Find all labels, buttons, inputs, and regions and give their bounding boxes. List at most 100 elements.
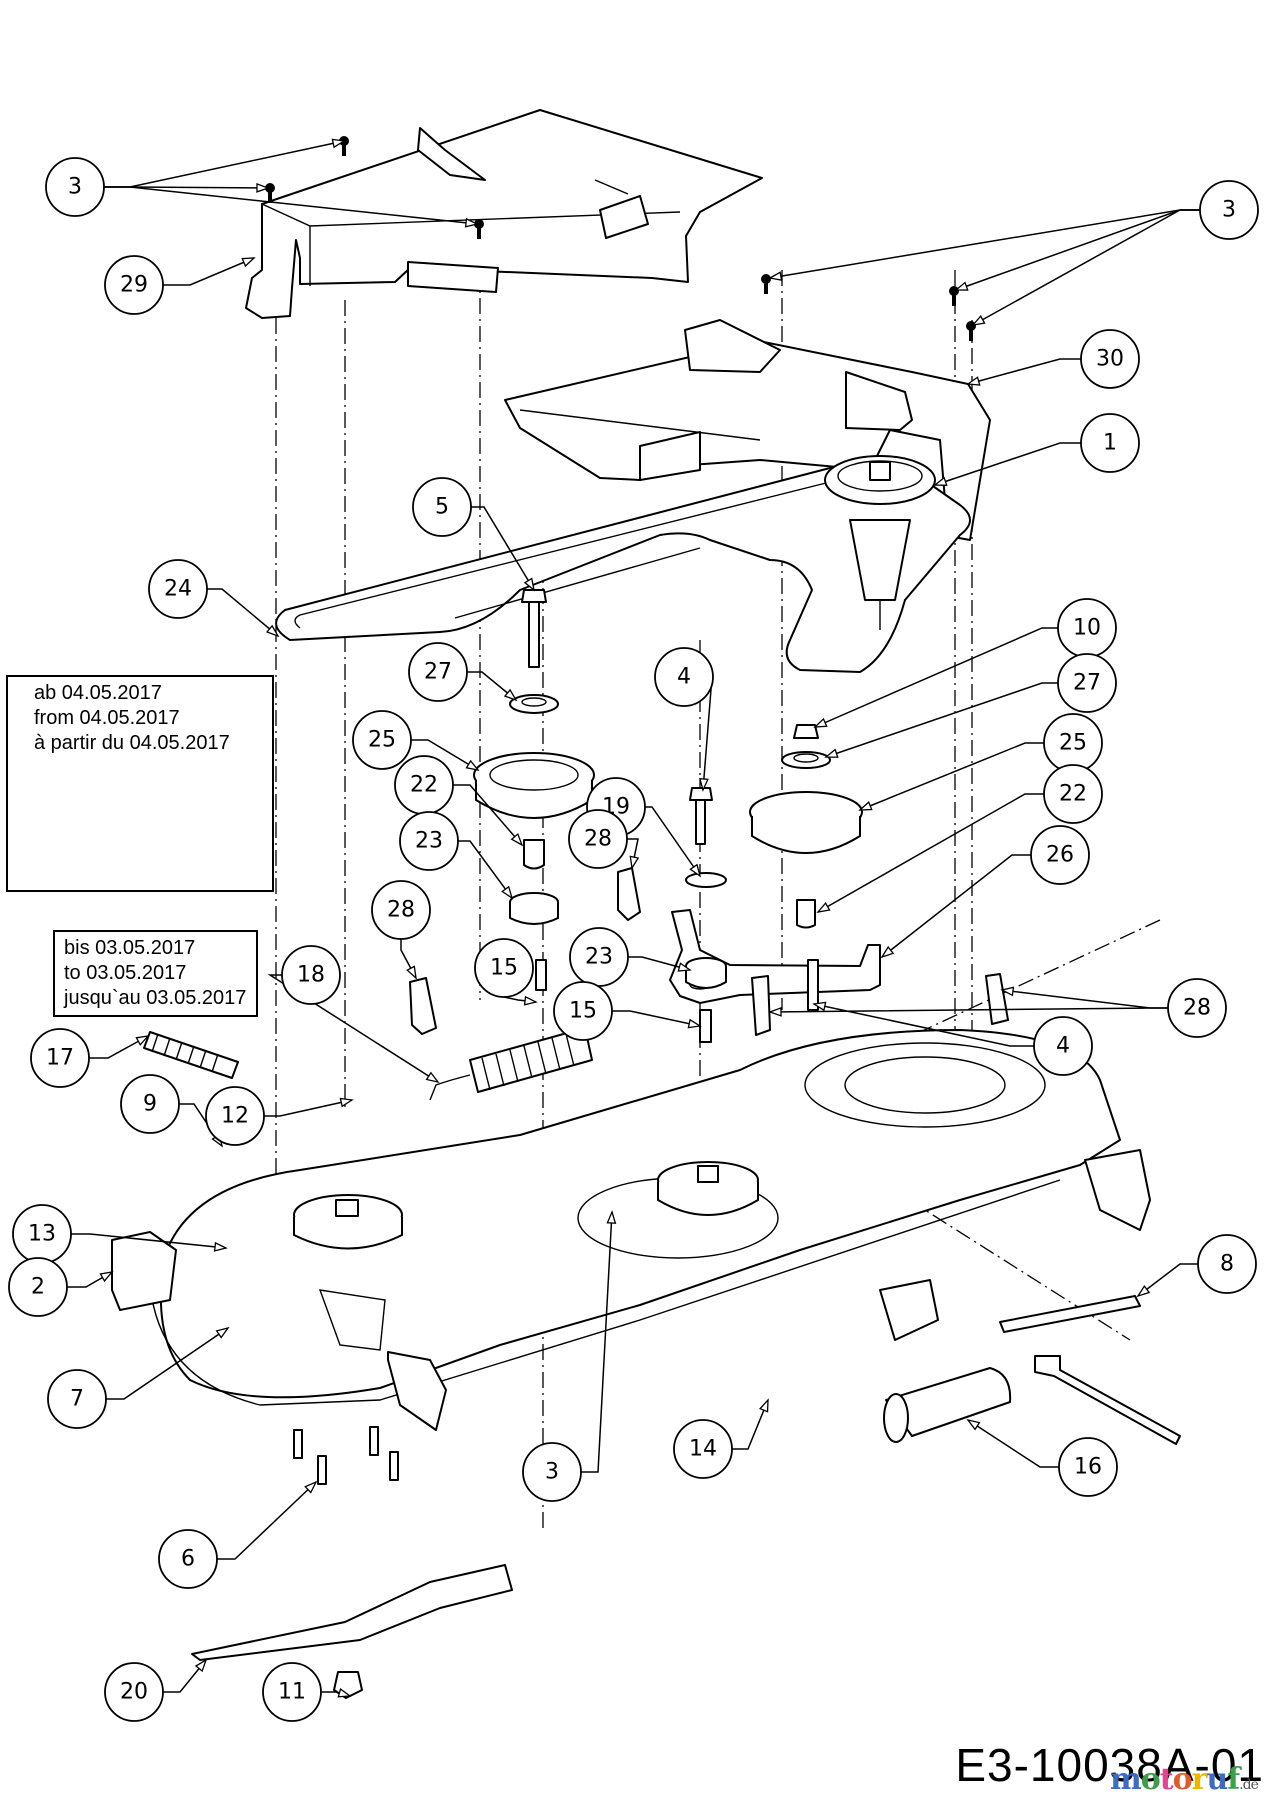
callout-number: 22 <box>1059 782 1087 807</box>
callout-7: 7 <box>47 1369 107 1429</box>
leader-line <box>825 682 1058 758</box>
arrowhead-icon <box>966 1418 981 1431</box>
watermark-letter: o <box>1172 1762 1193 1797</box>
callout-4: 4 <box>1033 1016 1093 1076</box>
callout-20: 20 <box>104 1662 164 1722</box>
arrowhead-icon <box>256 182 270 193</box>
callout-1: 1 <box>1080 413 1140 473</box>
callout-27: 27 <box>1057 653 1117 713</box>
arrowhead-icon <box>759 1398 769 1413</box>
callout-number: 13 <box>28 1222 56 1247</box>
watermark-letter: f <box>1227 1762 1240 1797</box>
callout-22: 22 <box>394 755 454 815</box>
belt-cover-part <box>504 319 991 541</box>
leader-line <box>612 1010 701 1027</box>
leader-line <box>814 627 1058 728</box>
watermark-brand: motoruf <box>1110 1762 1240 1797</box>
callout-27: 27 <box>408 642 468 702</box>
callout-number: 11 <box>278 1680 306 1705</box>
callout-3: 3 <box>522 1442 582 1502</box>
idler-stack-right <box>685 724 863 929</box>
leader-line <box>817 793 1044 913</box>
leader-line <box>859 742 1044 811</box>
drawing-number: E3-10038A-01 <box>955 1739 1264 1791</box>
leader-line <box>1137 1263 1198 1297</box>
arrowhead-icon <box>971 315 986 326</box>
callout-2: 2 <box>8 1257 68 1317</box>
note-line: bis 03.05.2017 <box>64 937 196 959</box>
leader-line <box>104 186 478 225</box>
callout-number: 3 <box>68 175 82 200</box>
callout-number: 25 <box>1059 731 1087 756</box>
callout-10: 10 <box>1057 598 1117 658</box>
callout-circle <box>1167 978 1227 1038</box>
callout-number: 20 <box>120 1680 148 1705</box>
callout-circle <box>1043 764 1103 824</box>
callout-circle <box>158 1529 218 1589</box>
callout-circle <box>262 1662 322 1722</box>
callout-circle <box>654 647 714 707</box>
spring-17-part <box>143 1031 239 1079</box>
idler-arm-part <box>669 909 881 1004</box>
note-line: jusqu`au 03.05.2017 <box>64 987 247 1009</box>
callout-circle <box>1058 1437 1118 1497</box>
callout-number: 24 <box>164 577 192 602</box>
leader-line <box>163 257 255 286</box>
leader-line <box>645 806 701 877</box>
callout-28: 28 <box>1167 978 1227 1038</box>
mower-deck-part <box>149 1029 1121 1406</box>
note-box-from-date: ab 04.05.2017 from 04.05.2017 à partir d… <box>6 675 274 892</box>
leader-line <box>458 840 513 899</box>
callout-circle <box>281 945 341 1005</box>
callout-4: 4 <box>654 647 714 707</box>
arrowhead-icon <box>304 1480 318 1494</box>
arrowhead-icon <box>501 885 514 900</box>
callout-number: 6 <box>181 1547 195 1572</box>
arrowhead-icon <box>99 1271 114 1283</box>
callout-number: 23 <box>415 829 443 854</box>
callout-15: 15 <box>553 981 613 1041</box>
callout-25: 25 <box>352 710 412 770</box>
watermark-logo: motoruf.de <box>1110 1762 1259 1797</box>
callout-circle <box>568 809 628 869</box>
arrowhead-icon <box>816 901 831 913</box>
callout-circle <box>30 1028 90 1088</box>
arrowhead-icon <box>954 281 969 291</box>
leader-line <box>581 1211 613 1473</box>
callout-circle <box>1033 1016 1093 1076</box>
leader-line <box>881 854 1031 958</box>
callout-number: 27 <box>424 660 452 685</box>
watermark-tld: .de <box>1239 1777 1259 1793</box>
arrowhead-icon <box>812 1001 827 1012</box>
callout-22: 22 <box>1043 764 1103 824</box>
callout-number: 29 <box>120 273 148 298</box>
watermark-letter: r <box>1191 1762 1208 1797</box>
callout-29: 29 <box>104 255 164 315</box>
callout-number: 3 <box>1222 198 1236 223</box>
callout-30: 30 <box>1080 329 1140 389</box>
callout-circle <box>408 642 468 702</box>
callout-circle <box>104 1662 164 1722</box>
leader-line <box>628 956 691 971</box>
arrowhead-icon <box>629 855 640 870</box>
leader-line <box>267 974 439 1083</box>
callout-circle <box>474 938 534 998</box>
callout-6: 6 <box>158 1529 218 1589</box>
callout-circle <box>1197 1234 1257 1294</box>
callout-28: 28 <box>371 880 431 940</box>
arrowhead-icon <box>265 624 280 638</box>
arrowhead-icon <box>824 748 839 758</box>
leader-line <box>471 506 535 591</box>
callout-12: 12 <box>205 1086 265 1146</box>
callout-circle <box>399 811 459 871</box>
callout-number: 22 <box>410 773 438 798</box>
callout-number: 28 <box>1183 996 1211 1021</box>
callout-circle <box>8 1257 68 1317</box>
callout-circle <box>1080 413 1140 473</box>
leader-line <box>955 209 1200 291</box>
leader-line <box>769 209 1200 279</box>
arrowhead-icon <box>425 1071 440 1084</box>
arrowhead-icon <box>606 1210 617 1224</box>
arrowhead-icon <box>523 995 538 1006</box>
